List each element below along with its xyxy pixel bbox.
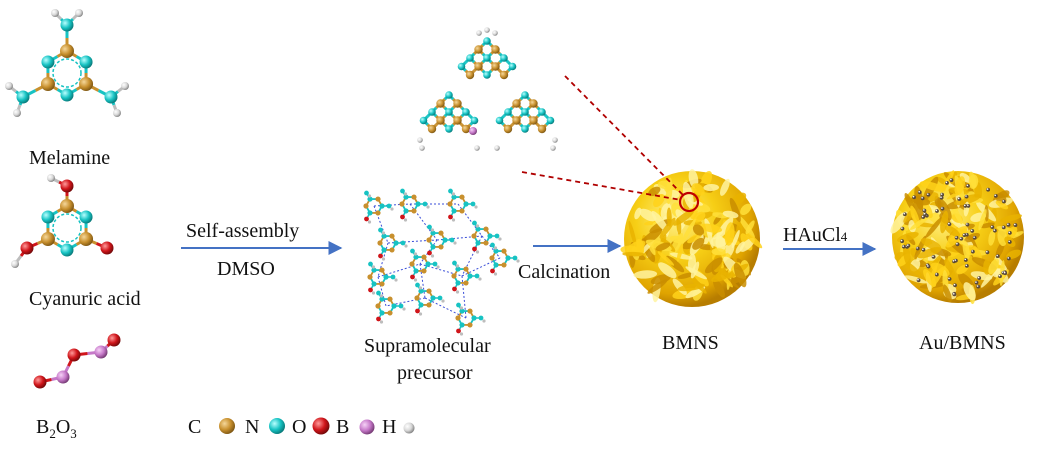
melamine-molecule bbox=[5, 9, 129, 117]
haucl4-label: HAuCl4 bbox=[783, 224, 848, 246]
calcination-label: Calcination bbox=[518, 261, 610, 283]
boron-oxide-label: B2O3 bbox=[36, 416, 77, 441]
legend-label-n: N bbox=[245, 416, 259, 438]
atom-legend: C N O B H bbox=[188, 416, 415, 438]
bmns-sphere bbox=[620, 169, 763, 307]
bmns-label: BMNS bbox=[662, 332, 719, 354]
pointer-line-top bbox=[564, 75, 685, 197]
triangular-heptazine-structure bbox=[417, 27, 558, 151]
cyanuric-acid-label: Cyanuric acid bbox=[29, 288, 141, 310]
supramolecular-network bbox=[363, 188, 520, 336]
legend-swatch-o bbox=[312, 417, 330, 435]
legend-label-c: C bbox=[188, 416, 201, 438]
boron-oxide-molecule bbox=[33, 333, 121, 389]
legend-swatch-b bbox=[359, 419, 375, 435]
legend-swatch-c bbox=[219, 418, 235, 434]
legend-swatch-h bbox=[403, 422, 415, 434]
self-assembly-label: Self-assembly bbox=[186, 220, 299, 242]
legend-label-b: B bbox=[336, 416, 349, 438]
dmso-label: DMSO bbox=[217, 258, 275, 280]
magnify-circle bbox=[678, 191, 700, 213]
precursor-label-line1: Supramolecular bbox=[364, 335, 491, 357]
precursor-label-line2: precursor bbox=[397, 362, 473, 384]
cyanuric-acid-molecule bbox=[11, 174, 114, 268]
legend-label-o: O bbox=[292, 416, 306, 438]
au-bmns-sphere bbox=[890, 170, 1024, 305]
au-bmns-label: Au/BMNS bbox=[919, 332, 1006, 354]
legend-swatch-n bbox=[269, 418, 285, 434]
legend-label-h: H bbox=[382, 416, 396, 438]
melamine-label: Melamine bbox=[29, 147, 110, 169]
